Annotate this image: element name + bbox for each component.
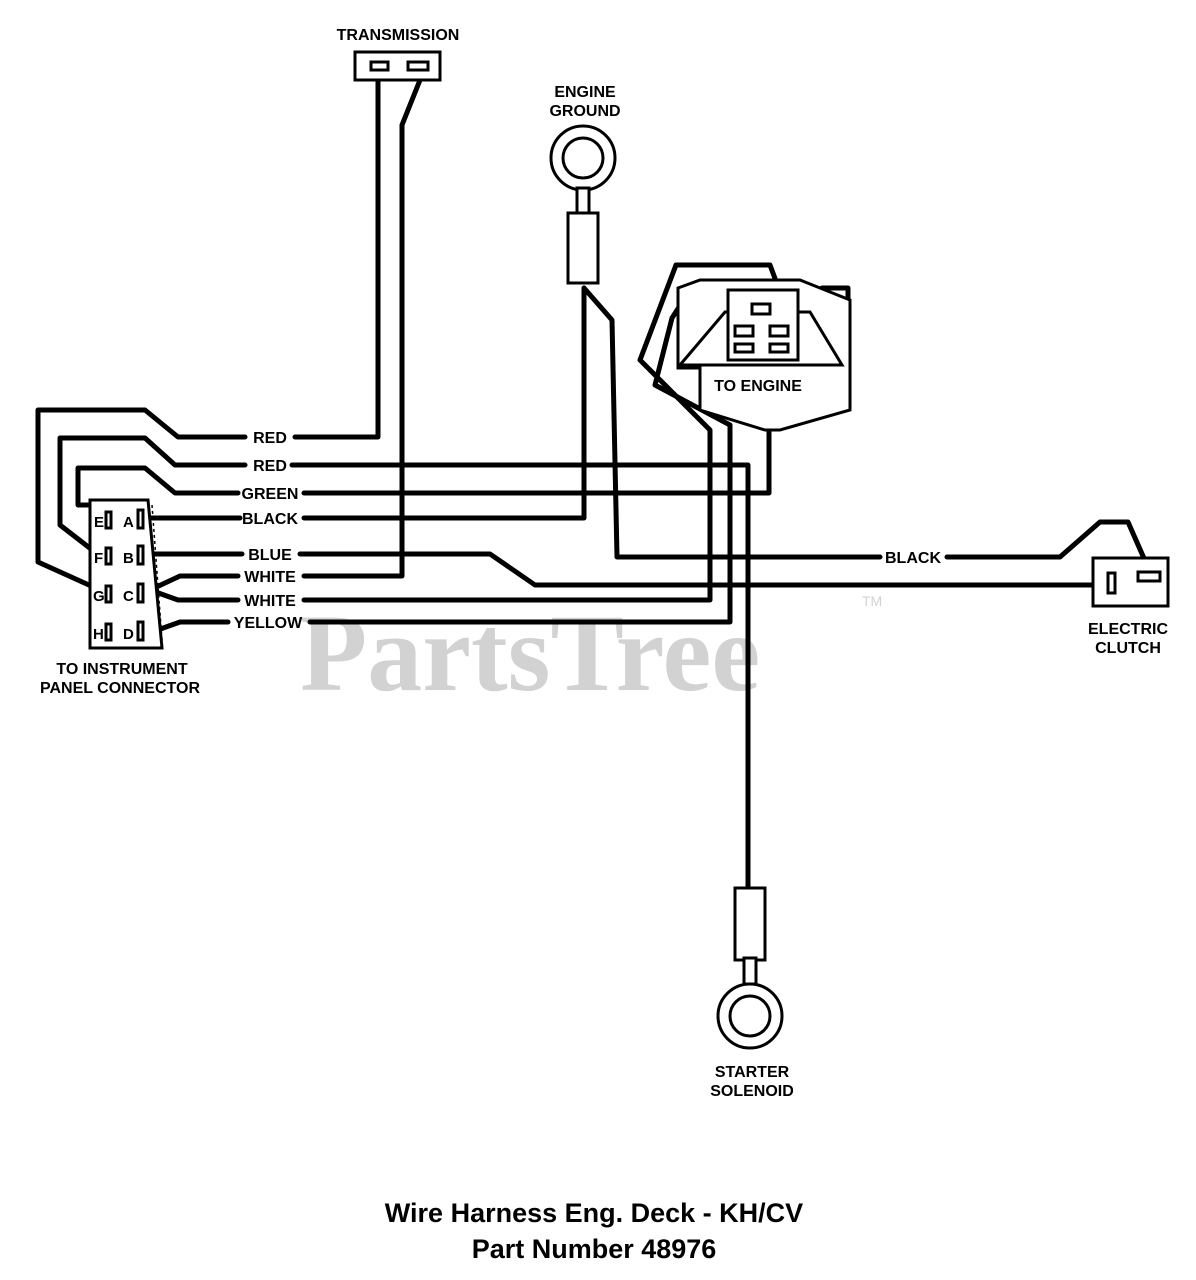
connector-pin-a: A bbox=[123, 514, 134, 531]
engine-ground-sleeve bbox=[566, 211, 600, 285]
starter-solenoid-label-1: STARTER bbox=[715, 1064, 790, 1081]
connector-pin-e: E bbox=[94, 514, 104, 531]
connector-pin-c: C bbox=[123, 588, 134, 605]
engine-plug-pin-br bbox=[768, 342, 790, 354]
connector-slot-g bbox=[104, 584, 113, 604]
instrument-panel-label-2: PANEL CONNECTOR bbox=[40, 680, 200, 697]
engine-ground-label-1: ENGINE bbox=[554, 84, 616, 101]
connector-slot-f bbox=[104, 546, 113, 566]
connector-pin-g: G bbox=[93, 588, 105, 605]
connector-pin-f: F bbox=[94, 550, 103, 567]
electric-clutch-label-1: ELECTRIC bbox=[1088, 621, 1168, 638]
connector-slot-h bbox=[104, 622, 113, 642]
caption-title: Wire Harness Eng. Deck - KH/CV bbox=[385, 1198, 803, 1228]
starter-solenoid-terminal: STARTER SOLENOID bbox=[710, 886, 794, 1100]
wire-label-yellow: YELLOW bbox=[234, 615, 303, 632]
wire-label-green: GREEN bbox=[242, 486, 299, 503]
caption: Wire Harness Eng. Deck - KH/CV Part Numb… bbox=[385, 1198, 803, 1264]
wire-red-1-loop bbox=[35, 407, 248, 593]
wire-label-black-1: BLACK bbox=[242, 511, 298, 528]
engine-plug-pin-top bbox=[750, 302, 772, 316]
engine-ground-neck bbox=[575, 186, 591, 216]
starter-solenoid-sleeve bbox=[733, 886, 767, 962]
wire-red-1 bbox=[292, 77, 381, 440]
instrument-panel-connector: E F G H A B C D TO INSTRUMENT PANEL CONN… bbox=[40, 498, 200, 697]
connector-slot-d bbox=[136, 620, 145, 642]
starter-solenoid-ring-inner bbox=[728, 994, 772, 1038]
wire-label-red-2: RED bbox=[253, 458, 287, 475]
wire-red-2 bbox=[289, 462, 751, 891]
instrument-panel-label-1: TO INSTRUMENT bbox=[56, 661, 187, 678]
wire-red-2-loop bbox=[57, 435, 248, 559]
engine-plug-pin-bl bbox=[733, 342, 755, 354]
wire-black-2 bbox=[581, 285, 883, 560]
engine-ground-ring-outer bbox=[549, 124, 617, 192]
engine-plug: TO ENGINE bbox=[676, 278, 852, 432]
to-engine-label: TO ENGINE bbox=[714, 378, 802, 395]
wire-blue bbox=[297, 551, 1098, 588]
electric-clutch-connector: ELECTRIC CLUTCH bbox=[1088, 556, 1170, 657]
engine-ground-label-2: GROUND bbox=[549, 103, 620, 120]
electric-clutch-pin-2 bbox=[1136, 570, 1162, 583]
connector-pin-h: H bbox=[93, 626, 104, 643]
watermark: PartsTree TM bbox=[300, 592, 882, 714]
watermark-trademark: TM bbox=[862, 593, 882, 609]
wire-white-2 bbox=[301, 262, 783, 603]
wire-label-red-1: RED bbox=[253, 430, 287, 447]
wire-label-white-2: WHITE bbox=[244, 593, 296, 610]
instrument-connector-divider bbox=[151, 504, 163, 641]
watermark-text: PartsTree bbox=[300, 592, 760, 714]
starter-solenoid-neck bbox=[742, 956, 758, 986]
transmission-pin-1 bbox=[369, 60, 390, 72]
engine-plug-face bbox=[676, 310, 845, 367]
wire-yellow-pin bbox=[149, 619, 231, 635]
wires bbox=[35, 77, 1153, 891]
instrument-connector-body bbox=[88, 498, 164, 650]
engine-ground-terminal: ENGINE GROUND bbox=[549, 84, 621, 285]
transmission-body bbox=[353, 50, 442, 82]
connector-slot-b bbox=[136, 544, 145, 566]
connector-slot-a bbox=[136, 508, 145, 530]
connector-pin-b: B bbox=[123, 550, 134, 567]
wire-white-1-pin bbox=[147, 573, 241, 593]
transmission-label: TRANSMISSION bbox=[337, 27, 460, 44]
wire-black-1 bbox=[301, 285, 587, 521]
transmission-pin-2 bbox=[406, 60, 430, 72]
wire-label-black-2: BLACK bbox=[885, 550, 941, 567]
wire-white-1 bbox=[301, 77, 423, 579]
caption-part-number: Part Number 48976 bbox=[472, 1234, 717, 1264]
wire-labels: RED RED GREEN BLACK BLUE WHITE WHITE YEL… bbox=[234, 430, 942, 632]
wire-black-2-end bbox=[944, 519, 1153, 575]
wire-label-blue: BLUE bbox=[248, 547, 292, 564]
wire-green-loop bbox=[75, 465, 241, 508]
electric-clutch-label-2: CLUTCH bbox=[1095, 640, 1161, 657]
connector-slot-c bbox=[136, 582, 145, 604]
transmission-connector: TRANSMISSION bbox=[337, 27, 460, 82]
electric-clutch-pin-1 bbox=[1106, 571, 1117, 595]
engine-ground-ring-inner bbox=[561, 136, 605, 180]
connector-pin-d: D bbox=[123, 626, 134, 643]
wire-white-2-pin bbox=[147, 587, 241, 603]
starter-solenoid-ring-outer bbox=[716, 982, 784, 1050]
engine-plug-pin-left bbox=[733, 324, 755, 338]
connector-slot-e bbox=[104, 510, 113, 530]
starter-solenoid-label-2: SOLENOID bbox=[710, 1083, 794, 1100]
wire-label-white-1: WHITE bbox=[244, 569, 296, 586]
engine-plug-pin-right bbox=[768, 324, 790, 338]
wire-green bbox=[301, 425, 772, 496]
